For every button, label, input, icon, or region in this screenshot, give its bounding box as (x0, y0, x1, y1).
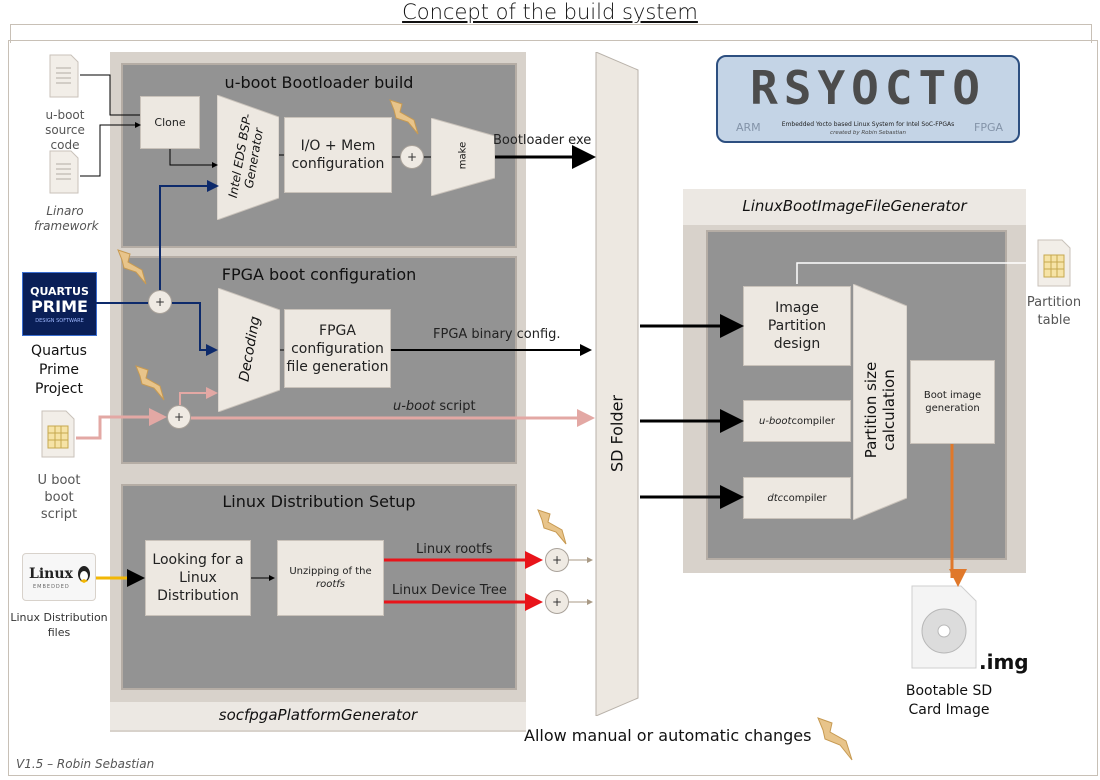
clone-to-bsp-connector (169, 149, 218, 168)
linux-section-title: Linux Distribution Setup (222, 492, 416, 511)
bootloader-exe-label: Bootloader exe (493, 133, 592, 148)
lightning-icon (817, 717, 853, 761)
clone-box: Clone (140, 96, 200, 149)
uboot-script-input-label: U boot boot script (37, 473, 81, 522)
quartus-label: Quartus Prime Project (31, 343, 87, 397)
quartus-logo: QUARTUS PRIME DESIGN SOFTWARE (22, 272, 97, 336)
version-label: V1.5 – Robin Sebastian (16, 757, 155, 771)
tux-icon (78, 566, 90, 583)
uboot-merge-node: + (400, 145, 424, 169)
page-title: Concept of the build system (402, 0, 698, 24)
sd-folder: SD Folder (594, 51, 640, 717)
sd-folder-shape (595, 51, 639, 717)
uboot-script-suffix: script (435, 399, 476, 414)
dtc-compiler-box: dtc compiler (743, 477, 851, 519)
dtc-compiler-suffix: compiler (783, 492, 827, 504)
uboot-compiler-box: u-boot compiler (743, 400, 851, 442)
lightning-icon (389, 99, 419, 135)
script-to-merge-connector (76, 408, 167, 440)
sd-image-file-icon (911, 585, 977, 669)
script-merge-node: + (167, 405, 191, 429)
rsyocto-fpga: FPGA (974, 121, 1004, 134)
uboot-section-title: u-boot Bootloader build (224, 73, 414, 92)
uboot-script-label: u-boot script (393, 399, 476, 414)
plus-glyph: + (551, 553, 563, 567)
quartus-logo-line3: DESIGN SOFTWARE (35, 318, 84, 324)
uboot-compiler-italic: u-boot (759, 415, 792, 427)
linux-logo-text: Linux (29, 566, 73, 582)
uboot-source-label: u-boot source code (45, 108, 85, 152)
plus-glyph: + (173, 410, 185, 424)
linaro-connector (80, 122, 141, 177)
platform-generator-label (110, 702, 526, 730)
quartus-logo-line1: QUARTUS (30, 285, 89, 298)
rootfs-merge-node: + (545, 548, 569, 572)
script-to-decoding-connector (179, 387, 218, 405)
uboot-script-italic: u-boot (393, 399, 436, 414)
lightning-icon (117, 249, 147, 285)
linaro-label: Linaro framework (34, 204, 99, 233)
uboot-compiler-suffix: compiler (791, 415, 835, 427)
boot-image-gen-box: Boot image generation (910, 360, 995, 444)
uboot-source-connector (80, 74, 140, 116)
rsyocto-arm: ARM (736, 121, 761, 134)
linaro-doc-icon (49, 150, 79, 194)
boot-image-generator-header (683, 189, 1026, 225)
partition-design-box: Image Partition design (743, 286, 851, 366)
dtc-compiler-italic: dtc (767, 492, 784, 504)
linux-logo: Linux EMBEDDED (22, 553, 96, 601)
boot-image-generator-title: LinuxBootImageFileGenerator (742, 197, 967, 215)
partition-table-label: Partition table (1026, 295, 1082, 328)
lightning-icon (135, 365, 165, 401)
quartus-merge-node: + (148, 290, 172, 314)
plus-glyph: + (551, 595, 563, 609)
fpga-section-title: FPGA boot configuration (221, 265, 417, 284)
linux-files-label: Linux Distribution files (10, 611, 108, 639)
fpga-config-gen-box: FPGA configuration file generation (284, 309, 391, 388)
looking-for-distro-box: Looking for a Linux Distribution (145, 540, 251, 616)
rsyocto-logo: RSYOCTO ARM FPGA Embedded Yocto based Li… (716, 55, 1020, 143)
linux-logo-sub: EMBEDDED (33, 584, 70, 590)
uboot-script-table-icon (41, 410, 75, 458)
rsyocto-logo-text: RSYOCTO (750, 61, 986, 115)
img-extension-label: .img (979, 650, 1029, 674)
partition-table-icon (1037, 239, 1071, 287)
io-mem-config-box: I/O + Mem configuration (284, 117, 392, 193)
footer-note: Allow manual or automatic changes (524, 726, 812, 745)
plus-glyph: + (406, 150, 418, 164)
rsyocto-credit: created by Robin Sebastian (830, 130, 906, 136)
unzip-rootfs: rootfs (316, 579, 345, 590)
diagram-frame (8, 40, 1098, 776)
quartus-logo-line2: PRIME (31, 297, 88, 316)
bootable-image-label: Bootable SD Card Image (905, 683, 993, 718)
uboot-source-doc-icon (49, 54, 79, 98)
quartus-to-bsp-connector (159, 180, 219, 290)
quartus-to-decoding-connector (172, 302, 218, 356)
fpga-binary-label: FPGA binary config. (433, 327, 561, 342)
rsyocto-subtitle: Embedded Yocto based Linux System for In… (781, 121, 955, 128)
partition-table-connector (796, 262, 1030, 284)
linux-device-tree-label: Linux Device Tree (392, 583, 507, 598)
unzip-rootfs-box: Unzipping of the rootfs (277, 540, 384, 616)
devtree-merge-node: + (545, 590, 569, 614)
linux-rootfs-label: Linux rootfs (416, 542, 493, 557)
unzip-prefix: Unzipping of the (289, 566, 372, 577)
lightning-icon (537, 509, 567, 545)
plus-glyph: + (154, 295, 166, 309)
header-band (10, 24, 1092, 43)
platform-generator-title: socfpgaPlatformGenerator (218, 706, 418, 724)
